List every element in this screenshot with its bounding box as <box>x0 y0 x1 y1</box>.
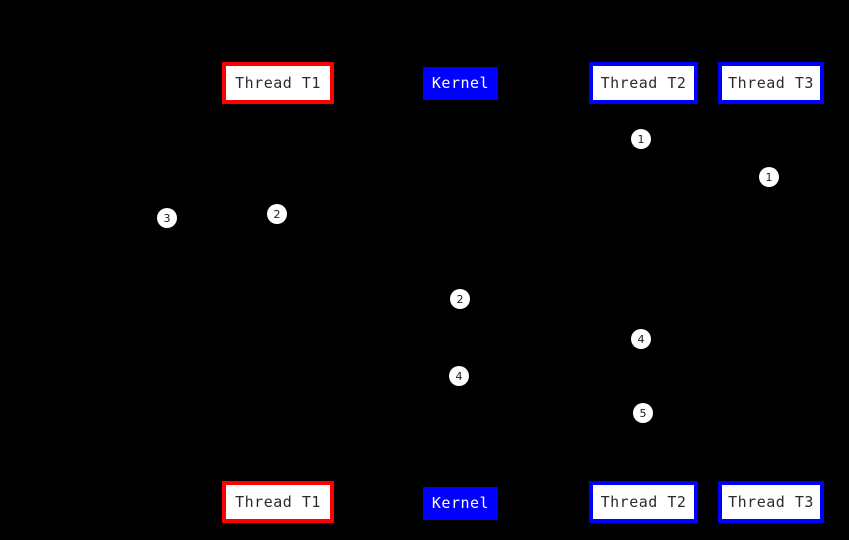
participant-label: Thread T2 <box>600 73 687 92</box>
step-number: 4 <box>455 369 463 383</box>
participant-t3-bottom[interactable]: Thread T3 <box>718 481 824 523</box>
participant-t2-bottom[interactable]: Thread T2 <box>589 481 698 523</box>
participant-t2-top[interactable]: Thread T2 <box>589 62 698 104</box>
participant-label: Thread T1 <box>235 73 321 92</box>
badge-kernel-2: 2 <box>450 289 470 309</box>
step-number: 5 <box>639 406 647 420</box>
lifeline-t2 <box>643 104 644 481</box>
badge-t3-1: 1 <box>759 167 779 187</box>
msg-7 <box>460 413 771 414</box>
participant-label: Thread T1 <box>235 492 321 511</box>
msg-3 <box>150 216 460 217</box>
step-number: 2 <box>456 292 464 306</box>
participant-label: Kernel <box>431 494 490 512</box>
badge-t2-4: 4 <box>631 329 651 349</box>
msg-2 <box>771 177 824 178</box>
participant-t1-top[interactable]: Thread T1 <box>222 62 334 104</box>
participant-label: Thread T3 <box>728 492 814 511</box>
step-number: 4 <box>637 332 645 346</box>
badge-t1-3: 3 <box>157 208 177 228</box>
step-number: 2 <box>273 207 281 221</box>
msg-5 <box>460 339 771 340</box>
step-number: 3 <box>163 211 171 225</box>
participant-t1-bottom[interactable]: Thread T1 <box>222 481 334 523</box>
participant-label: Kernel <box>431 74 490 92</box>
participant-t3-top[interactable]: Thread T3 <box>718 62 824 104</box>
lifeline-t1 <box>278 104 279 481</box>
step-number: 1 <box>637 132 645 146</box>
msg-1 <box>643 139 771 140</box>
participant-kernel-bottom[interactable]: Kernel <box>423 487 498 520</box>
badge-t2-5: 5 <box>633 403 653 423</box>
participant-kernel-top[interactable]: Kernel <box>423 67 498 100</box>
badge-t2-1: 1 <box>631 129 651 149</box>
lifeline-t3 <box>771 104 772 481</box>
participant-label: Thread T2 <box>600 492 687 511</box>
badge-t1-2: 2 <box>267 204 287 224</box>
participant-label: Thread T3 <box>728 73 814 92</box>
step-number: 1 <box>765 170 773 184</box>
badge-kernel-4: 4 <box>449 366 469 386</box>
